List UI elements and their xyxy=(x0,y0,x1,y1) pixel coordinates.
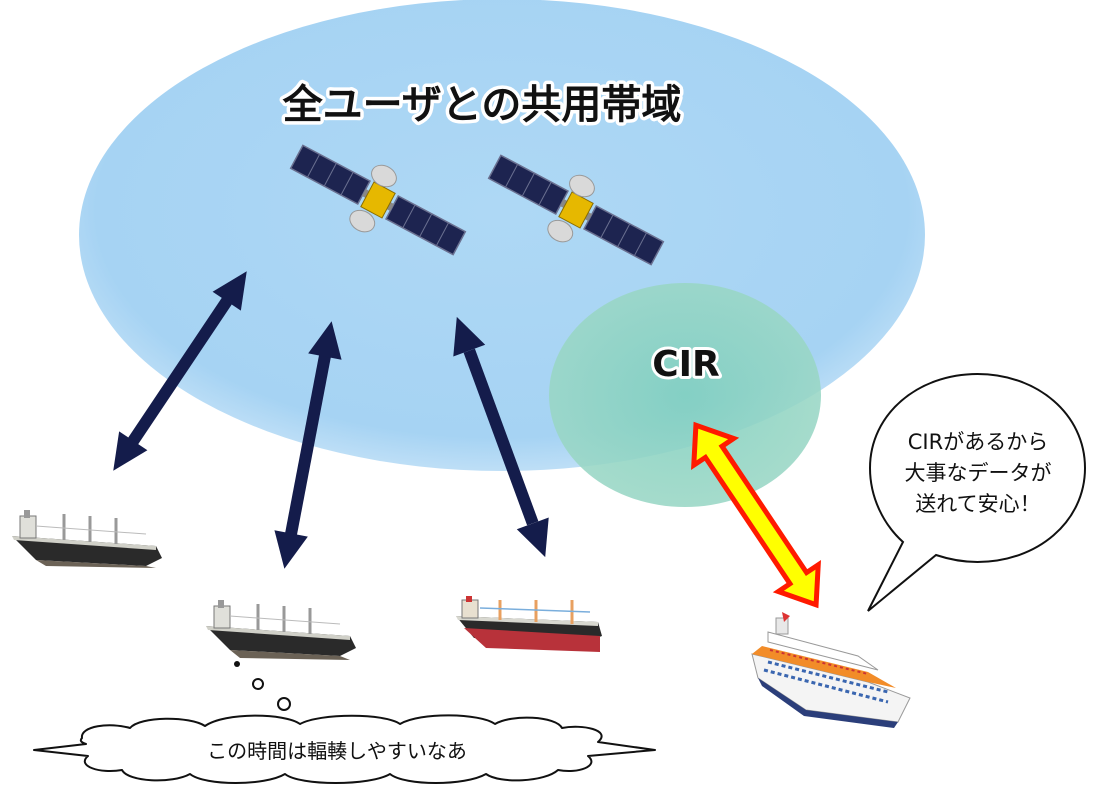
speech-bubble-line: 送れて安心！ xyxy=(915,492,1040,516)
cir-link-arrow xyxy=(691,421,821,609)
cargo-ship-icon xyxy=(456,596,602,652)
thought-dot xyxy=(252,678,264,690)
speech-bubble: CIRがあるから 大事なデータが 送れて安心！ xyxy=(867,372,1087,612)
cargo-ship-icon xyxy=(206,600,356,660)
speech-bubble-line: CIRがあるから xyxy=(908,430,1048,454)
thought-dot xyxy=(234,661,240,667)
satellite-icon xyxy=(487,154,665,266)
cargo-ship-icon xyxy=(12,510,162,568)
cir-label: CIR xyxy=(652,344,720,385)
speech-bubble-line: 大事なデータが xyxy=(905,461,1052,485)
cir-area xyxy=(549,283,821,507)
link-arrow xyxy=(453,316,549,558)
link-arrow xyxy=(274,321,342,569)
shared-band-title: 全ユーザとの共用帯域 xyxy=(282,82,682,128)
thought-dot xyxy=(277,697,291,711)
thought-bubble-text: この時間は輻輳しやすいなあ xyxy=(207,739,467,763)
cruise-ship-icon xyxy=(751,612,911,728)
thought-bubble: この時間は輻輳しやすいなあ xyxy=(33,714,656,784)
link-arrow xyxy=(113,271,247,471)
satellite-icon xyxy=(289,144,467,256)
